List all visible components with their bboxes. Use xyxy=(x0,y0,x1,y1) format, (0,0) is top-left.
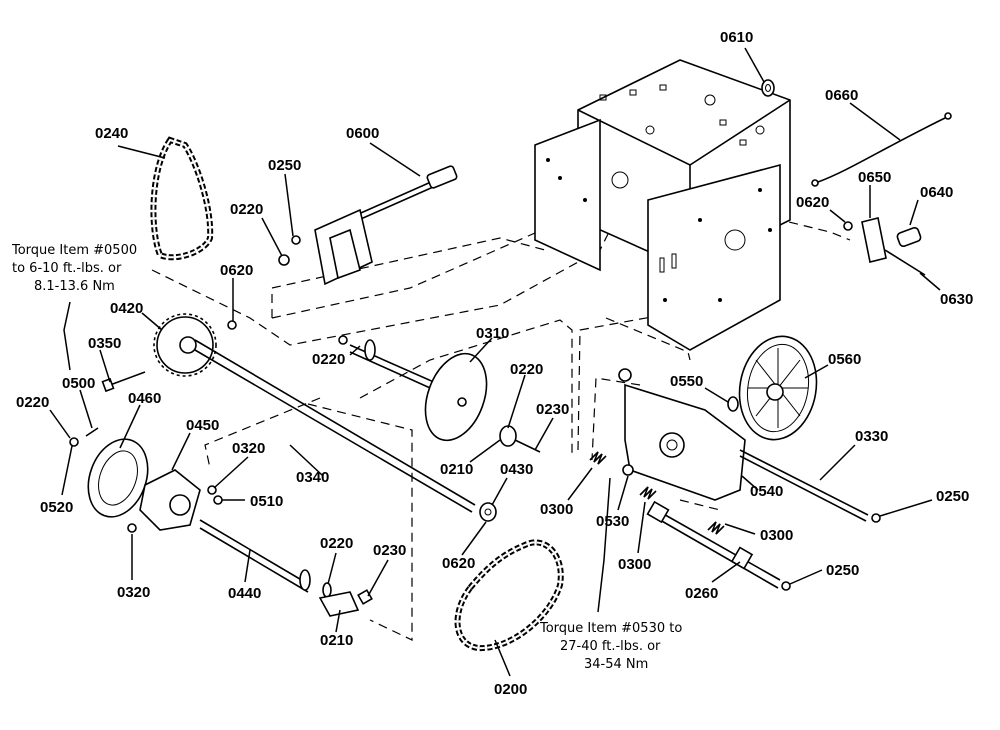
label-0460: 0460 xyxy=(128,390,161,407)
spring-0300-b xyxy=(639,486,657,500)
label-0620-left: 0620 xyxy=(220,262,253,279)
bushing-0610 xyxy=(761,79,775,97)
torque-note-0500-line2: to 6-10 ft.-lbs. or xyxy=(12,261,122,276)
label-0300-b: 0300 xyxy=(618,556,651,573)
label-0240: 0240 xyxy=(95,125,128,142)
label-0530: 0530 xyxy=(596,513,629,530)
label-0250-top: 0250 xyxy=(268,157,301,174)
label-0630: 0630 xyxy=(940,291,973,308)
label-0450: 0450 xyxy=(186,417,219,434)
label-0220-disc: 0220 xyxy=(510,361,543,378)
label-0250-low: 0250 xyxy=(826,562,859,579)
shaft-0330 xyxy=(739,449,881,523)
label-0500: 0500 xyxy=(62,375,95,392)
label-0250-right: 0250 xyxy=(936,488,969,505)
label-0300-c: 0300 xyxy=(760,527,793,544)
label-0210-low: 0210 xyxy=(320,632,353,649)
label-0540: 0540 xyxy=(750,483,783,500)
label-0300-a: 0300 xyxy=(540,501,573,518)
shaft-0260 xyxy=(646,500,791,591)
washer-0620-left xyxy=(227,320,237,330)
label-0520: 0520 xyxy=(40,499,73,516)
label-0350: 0350 xyxy=(88,335,121,352)
label-0420: 0420 xyxy=(110,300,143,317)
label-0340: 0340 xyxy=(296,469,329,486)
bearing-flange-0450 xyxy=(139,469,201,531)
label-0220-top: 0220 xyxy=(230,201,263,218)
label-0330: 0330 xyxy=(855,428,888,445)
torque-note-0530-line3: 34-54 Nm xyxy=(584,657,648,672)
label-0310: 0310 xyxy=(476,325,509,342)
label-0620-right: 0620 xyxy=(796,194,829,211)
label-0650: 0650 xyxy=(858,169,891,186)
chain-0200 xyxy=(454,539,564,652)
spring-0300-a xyxy=(589,451,607,465)
label-0660: 0660 xyxy=(825,87,858,104)
drive-disc-0310 xyxy=(338,335,541,453)
label-0230-mid: 0230 xyxy=(536,401,569,418)
label-0620-mid: 0620 xyxy=(442,555,475,572)
label-0430: 0430 xyxy=(500,461,533,478)
torque-note-0500: Torque Item #0500 to 6-10 ft.-lbs. or 8.… xyxy=(11,243,137,294)
label-0320-mid: 0320 xyxy=(232,440,265,457)
label-0220-left: 0220 xyxy=(16,394,49,411)
label-0610: 0610 xyxy=(720,29,753,46)
label-0220-mid: 0220 xyxy=(312,351,345,368)
label-0510: 0510 xyxy=(250,493,283,510)
torque-note-0530-line1: Torque Item #0530 to xyxy=(539,621,682,636)
label-0220-low: 0220 xyxy=(320,535,353,552)
chain-0240 xyxy=(150,136,214,261)
bracket-plate-0540 xyxy=(618,368,746,501)
frame-housing xyxy=(534,59,791,351)
label-0600: 0600 xyxy=(346,125,379,142)
label-0640: 0640 xyxy=(920,184,953,201)
bolt-0350 xyxy=(101,371,146,393)
label-0560: 0560 xyxy=(828,351,861,368)
hub-0430 xyxy=(479,502,497,522)
shift-rod-0600 xyxy=(278,165,458,286)
torque-note-0500-line1: Torque Item #0500 xyxy=(11,243,137,258)
label-0210-mid: 0210 xyxy=(440,461,473,478)
label-0550: 0550 xyxy=(670,373,703,390)
label-0230-low: 0230 xyxy=(373,542,406,559)
pulley-wheel-0560 xyxy=(727,335,818,441)
torque-note-0530-line2: 27-40 ft.-lbs. or xyxy=(560,639,661,654)
label-0320-low: 0320 xyxy=(117,584,150,601)
shaft-0440 xyxy=(199,519,373,617)
label-0200: 0200 xyxy=(494,681,527,698)
label-0260: 0260 xyxy=(685,585,718,602)
bracket-assembly-0650 xyxy=(843,217,926,276)
bolt-0530 xyxy=(622,464,634,476)
shaft-0340 xyxy=(194,339,476,513)
torque-note-0530: Torque Item #0530 to 27-40 ft.-lbs. or 3… xyxy=(539,621,682,672)
label-0440: 0440 xyxy=(228,585,261,602)
leader-lines xyxy=(49,47,941,677)
spring-0300-c xyxy=(707,521,725,535)
torque-note-0500-line3: 8.1-13.6 Nm xyxy=(34,279,115,294)
cable-0660 xyxy=(811,112,952,187)
part-labels: 0240 0250 0600 0220 0620 0420 0350 0500 … xyxy=(16,29,973,698)
sprocket-0420 xyxy=(153,313,217,377)
